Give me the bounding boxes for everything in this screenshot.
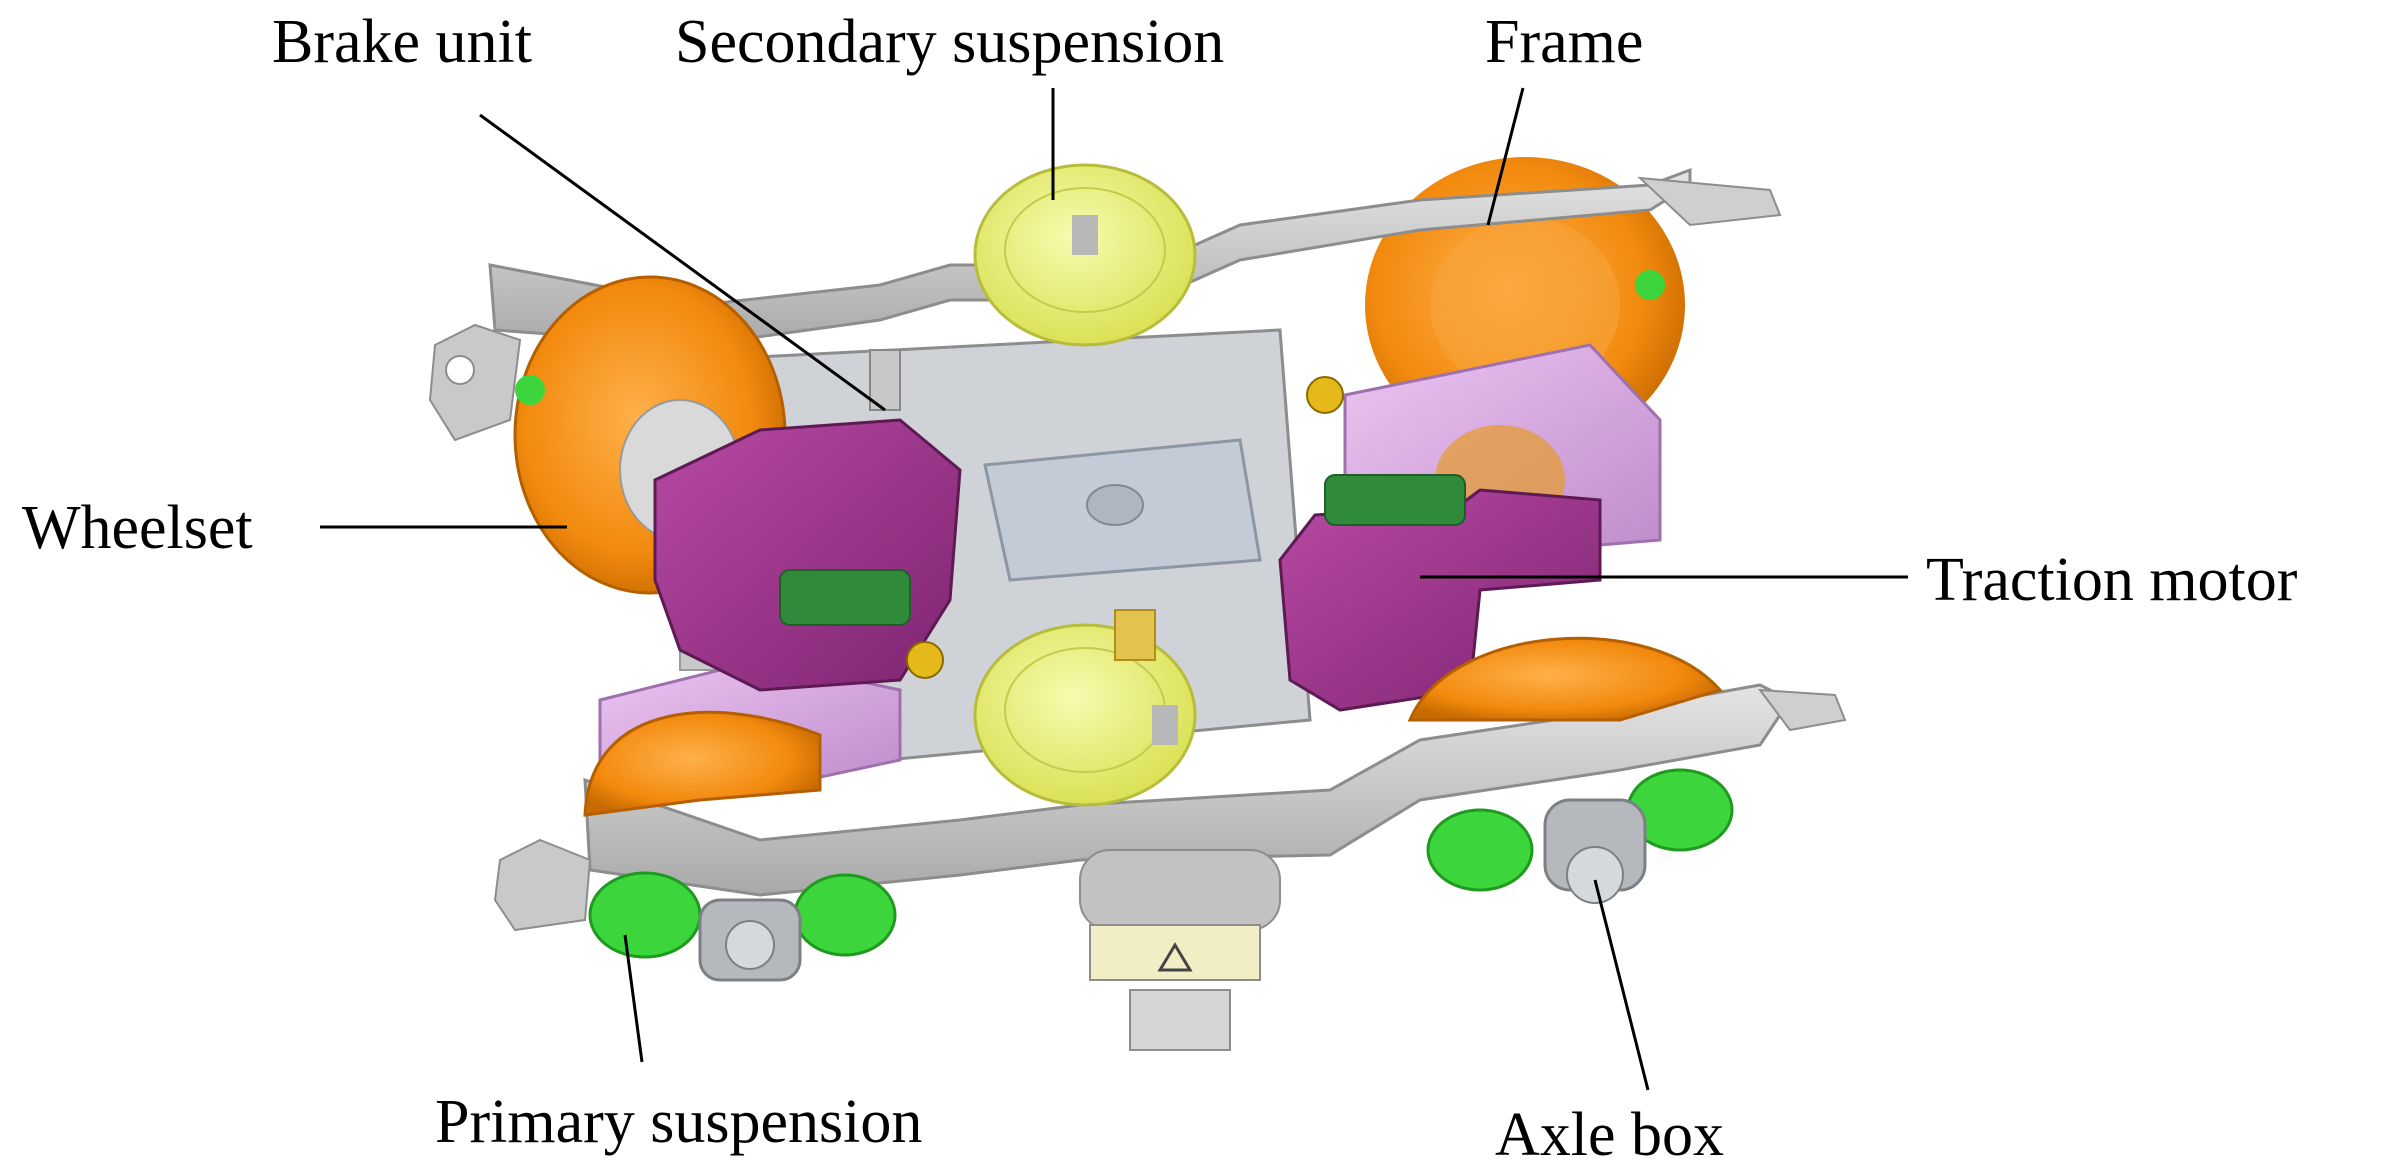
label-traction-motor: Traction motor [1926, 546, 2298, 614]
label-frame: Frame [1485, 8, 1643, 76]
axle-box [698, 798, 1647, 982]
traction-motor [653, 418, 1602, 712]
label-wheelset: Wheelset [22, 494, 253, 562]
leader-line-axle-box [1593, 879, 1650, 1091]
brake-unit [869, 349, 1344, 679]
leader-lines [320, 87, 1908, 1091]
secondary-suspension [973, 163, 1197, 807]
bogie-illustration [428, 157, 1847, 1051]
center-plate [983, 438, 1262, 661]
label-secondary-suspension: Secondary suspension [675, 8, 1224, 76]
leader-line-brake-unit [479, 113, 886, 412]
primary-suspension [515, 270, 1734, 959]
wheelset-front [583, 636, 1723, 817]
label-primary-suspension: Primary suspension [435, 1088, 922, 1156]
label-brake-unit: Brake unit [272, 8, 532, 76]
label-axle-box: Axle box [1495, 1101, 1724, 1169]
labels: Brake unit Secondary suspension Frame Wh… [22, 8, 2298, 1169]
leader-line-primary-suspension [623, 934, 644, 1063]
leader-line-frame [1486, 87, 1525, 226]
